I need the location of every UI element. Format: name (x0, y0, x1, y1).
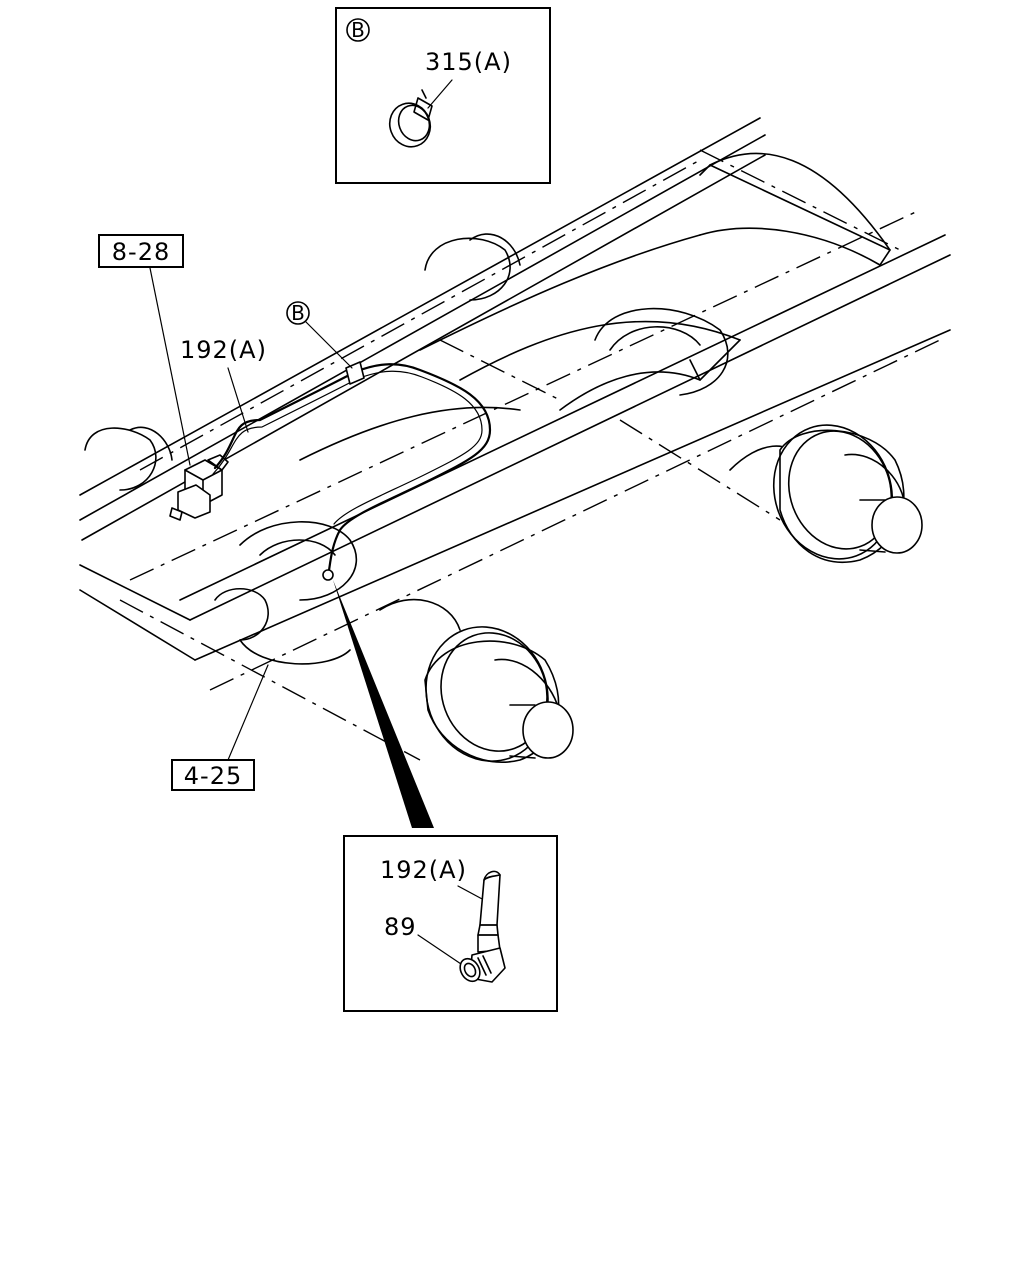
ref-box-lower-leader (227, 664, 269, 761)
chassis-frame-drawing (79, 117, 951, 828)
pipe-clip (345, 361, 365, 385)
ref-box-upper-leader (149, 267, 191, 466)
detail-fitting-inset: 192(A) 89 (343, 835, 558, 1012)
detail-b-marker: B (351, 18, 365, 42)
cable-tie-icon (388, 89, 433, 148)
ref-box-lower-frame (171, 759, 255, 791)
detail-b-frame (335, 7, 551, 184)
ref-box-upper-frame (98, 234, 184, 268)
detail-fitting-leader (417, 934, 465, 967)
clip-marker-circle (286, 301, 310, 325)
detail-b-leader (427, 79, 453, 109)
air-pipe-route (213, 363, 492, 577)
wheel-hub-upper (772, 424, 923, 563)
detail-fitting-label: 89 (384, 913, 417, 941)
pipe-fitting-point (322, 569, 334, 581)
clip-marker-leader (305, 321, 353, 369)
detail-b-part-label: 315(A) (425, 48, 512, 76)
elbow-fitting-icon (459, 870, 506, 983)
ref-box-upper: 8-28 (112, 238, 170, 266)
main-view-labels: 8-28 192(A) B 4-25 (98, 234, 353, 791)
detail-fitting-frame (343, 835, 558, 1012)
detail-pointer-wedge (333, 580, 434, 828)
detail-fitting-pipe-label: 192(A) (380, 856, 467, 884)
detail-b-inset: B 315(A) (335, 7, 551, 184)
wheel-hub-lower (424, 626, 574, 763)
detail-b-marker-circle (346, 18, 370, 42)
detail-fitting-pipe-leader (457, 885, 485, 901)
main-pipe-label: 192(A) (180, 336, 267, 364)
main-pipe-leader (227, 367, 249, 433)
ref-box-lower: 4-25 (184, 762, 242, 790)
clip-marker: B (291, 301, 305, 325)
